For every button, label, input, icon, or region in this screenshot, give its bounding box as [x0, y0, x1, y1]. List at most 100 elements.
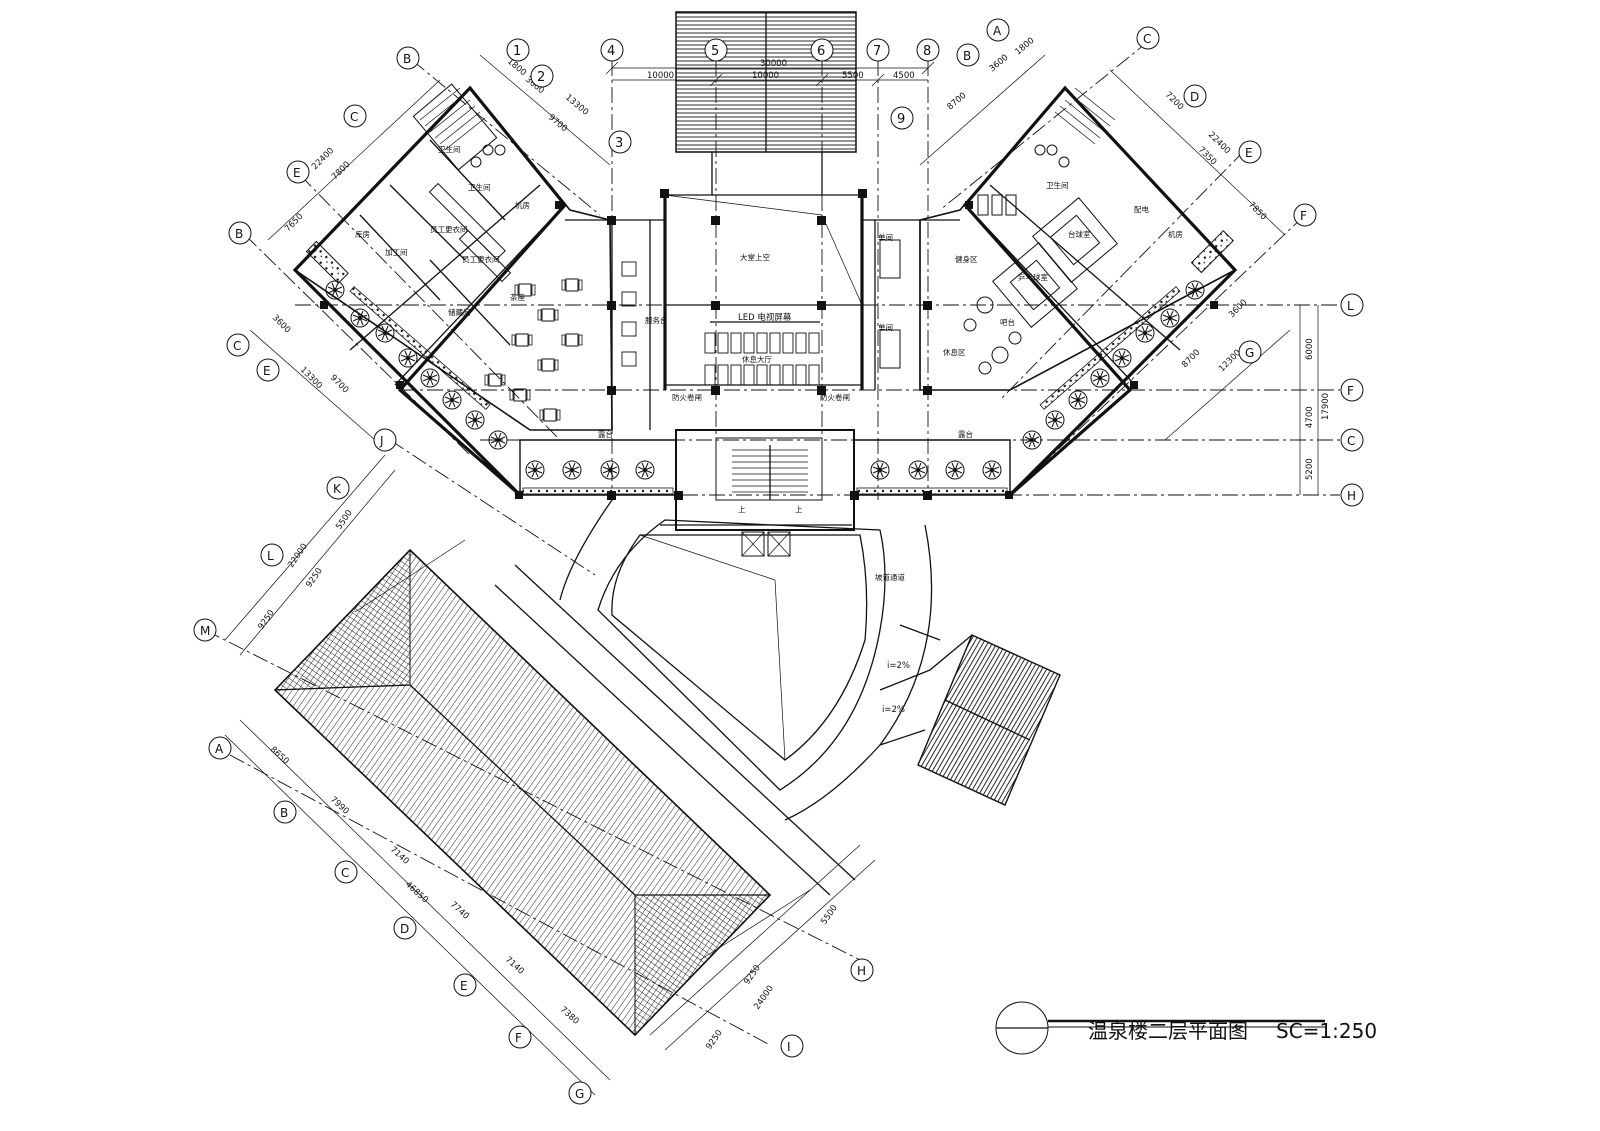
- bubble-top-5: 7: [873, 44, 881, 59]
- left-wing: 库房 加工间 员工更衣间 员工更衣间 储藏间 茶座 机房 卫生间 卫生间: [292, 83, 613, 499]
- axis-bubbles: 1 2 4 5 6 7 8 9 3 B C E B C E A B C D E …: [193, 18, 1364, 1105]
- bubble-rw-6: G: [1245, 346, 1254, 360]
- bubble-lb-3: M: [200, 624, 210, 638]
- right-wc-fixtures: [1034, 144, 1070, 168]
- bubble-rs-1: F: [1347, 384, 1354, 398]
- dim-lower-side-4: 9250: [256, 608, 277, 631]
- dim-right-4: 17900: [1321, 393, 1331, 420]
- dim-lw-side-3: 7650: [283, 212, 305, 234]
- drawing-title-label: 温泉楼二层平面图 SC=1:250: [1088, 1015, 1405, 1044]
- left-wc-fixtures: [470, 144, 506, 168]
- room-left-store: 库房: [355, 229, 370, 239]
- dim-lower-long-6: 7140: [503, 955, 526, 977]
- left-balcony-label: 露台: [598, 429, 613, 439]
- bubble-rw-1: B: [963, 49, 971, 63]
- axis-grid: [204, 39, 1340, 1046]
- dim-rw-top-3: 8700: [946, 91, 969, 113]
- room-led: LED 电视屏幕: [738, 312, 792, 323]
- dim-rw-side-1: 7200: [1163, 90, 1185, 112]
- room-left-locker: 员工更衣间: [430, 224, 468, 234]
- bubble-top-1: 2: [537, 70, 545, 85]
- room-left-mech: 机房: [515, 200, 530, 210]
- dim-right-1: 6000: [1305, 338, 1315, 360]
- room-left-locker2: 员工更衣间: [462, 254, 500, 264]
- bubble-top-6: 8: [923, 44, 931, 59]
- bubble-lw-2: E: [293, 166, 301, 180]
- bubble-lb-1: K: [333, 482, 342, 496]
- lower-roof-block: [273, 539, 856, 1037]
- right-stair-treads: [1054, 87, 1116, 145]
- bubble-rs-0: L: [1347, 299, 1354, 313]
- bubble-lw-3: B: [235, 227, 243, 241]
- bubble-rs-2: C: [1347, 434, 1355, 448]
- bubble-lb-6: C: [341, 866, 349, 880]
- dim-lower-long-5: 7740: [448, 900, 471, 922]
- drawing-scale: SC=1:250: [1276, 1019, 1378, 1043]
- left-stair-treads: [419, 87, 486, 151]
- dim-rw-top-1: 1800: [1014, 36, 1037, 58]
- room-right-billiard: 台球室: [1068, 229, 1091, 239]
- room-single-1: 单间: [878, 232, 893, 242]
- dim-rw-side-3: 7350: [1196, 145, 1218, 167]
- room-right-rest: 休息区: [943, 347, 966, 357]
- central-block: 大堂上空 LED 电视屏幕 休息大厅 防火卷闸 防火卷闸 服务台 单间 单间 上…: [565, 189, 960, 557]
- side-canopy: i=2% i=2%: [879, 624, 1061, 806]
- room-fire-door-left: 防火卷闸: [672, 392, 702, 402]
- bubble-top-0: 1: [513, 44, 521, 59]
- room-left-wash: 卫生间: [438, 144, 461, 154]
- room-left-lounge: 茶座: [510, 292, 525, 302]
- title-block: [995, 1001, 1325, 1055]
- dim-right-3: 5200: [1305, 458, 1315, 480]
- dim-rw-low-1: 3600: [1227, 298, 1249, 320]
- bubble-top-2: 4: [607, 44, 615, 59]
- room-left-kitchen: 加工间: [385, 247, 408, 257]
- dim-lower-long-7: 7380: [558, 1005, 581, 1027]
- bubble-lw-0: B: [403, 52, 411, 66]
- room-right-fitness: 健身区: [955, 254, 978, 264]
- dim-lower-right-2: 9250: [742, 963, 763, 986]
- room-left-storage: 储藏间: [448, 307, 471, 317]
- ramp-label: 坡道通道: [875, 572, 905, 582]
- bubble-rw-3: D: [1190, 90, 1199, 104]
- room-left-wc: 卫生间: [468, 182, 491, 192]
- slope-1: i=2%: [887, 661, 910, 671]
- dim-lw-top-3: 13300: [563, 93, 590, 118]
- curved-plaza: 坡道通道: [559, 499, 933, 821]
- bubble-rw-0: A: [993, 24, 1002, 38]
- bubble-top-3: 5: [711, 44, 719, 59]
- dim-lw-side-2: 7800: [330, 160, 352, 182]
- room-central-top: 大堂上空: [740, 252, 770, 262]
- stair-up-left: 上: [738, 505, 746, 514]
- dim-lower-right-1: 5500: [819, 903, 840, 926]
- bubble-lb-5: B: [280, 806, 288, 820]
- dim-lower-side-2: 22000: [286, 542, 310, 570]
- bubble-lb-11: H: [857, 964, 866, 978]
- bubble-lb-10: G: [575, 1087, 584, 1101]
- right-balcony-label: 露台: [958, 429, 973, 439]
- room-fire-door-right: 防火卷闸: [820, 392, 850, 402]
- room-right-ctrl: 机房: [1168, 229, 1183, 239]
- audience-seats: [704, 332, 820, 386]
- dim-rw-side-4: 7850: [1246, 200, 1268, 222]
- stair-treads: [732, 445, 808, 500]
- bubble-lb-7: D: [400, 922, 409, 936]
- room-right-wc: 卫生间: [1046, 180, 1069, 190]
- dim-lower-long-4: 46850: [403, 880, 430, 906]
- bubble-lb-9: F: [515, 1031, 522, 1045]
- bubble-lb-2: L: [267, 549, 274, 563]
- dim-lw-low-1: 3600: [270, 313, 292, 335]
- bubble-rw-4: E: [1245, 146, 1253, 160]
- dim-lower-long-3: 7140: [388, 845, 411, 867]
- bubble-lb-8: E: [460, 979, 468, 993]
- slope-2: i=2%: [882, 705, 905, 715]
- dim-lower-side-3: 9250: [304, 566, 325, 589]
- dim-top-1: 10000: [647, 71, 674, 81]
- drawing-title: 温泉楼二层平面图: [1088, 1019, 1248, 1043]
- bubble-rw-5: F: [1300, 209, 1307, 223]
- right-wing: 健身区 台球室 乒乓球室 吧台 休息区 卫生间 配电 机房: [919, 85, 1238, 499]
- dim-top-4: 4500: [893, 71, 915, 81]
- room-central-lower: 休息大厅: [742, 354, 772, 364]
- room-right-tabletennis: 乒乓球室: [1018, 272, 1048, 282]
- top-canopy: [675, 11, 857, 195]
